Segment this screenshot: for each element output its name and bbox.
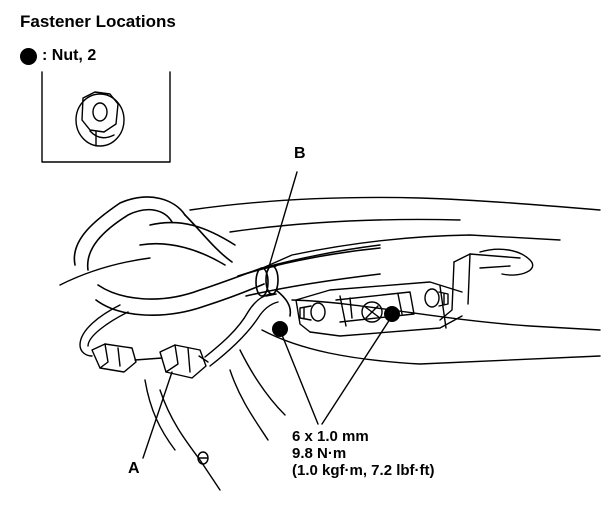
leader-nut-left	[279, 329, 319, 425]
fastener-legend: : Nut, 2	[20, 47, 96, 65]
mounting-bracket	[295, 248, 534, 337]
torque-alt: (1.0 kgf·m, 7.2 lbf·ft)	[292, 462, 435, 479]
wire-harness	[73, 196, 265, 316]
leader-a	[142, 371, 173, 459]
bolt-stud-right	[424, 288, 449, 308]
torque-spec: 6 x 1.0 mm 9.8 N·m (1.0 kgf·m, 7.2 lbf·f…	[292, 428, 435, 479]
flange-nut-icon	[75, 91, 125, 147]
nut-marker-icon	[20, 47, 37, 65]
nut-inset-frame	[41, 71, 171, 163]
leader-b	[267, 171, 298, 271]
nut-location-marker-left	[272, 321, 288, 337]
leader-nut-right	[321, 315, 393, 425]
page-title: Fastener Locations	[20, 12, 176, 31]
callout-b: B	[294, 145, 306, 162]
center-bolt	[361, 301, 383, 323]
torque-nm: 9.8 N·m	[292, 445, 347, 462]
nut-location-marker-right	[384, 306, 400, 322]
callout-a: A	[128, 460, 140, 477]
connector-a	[91, 343, 209, 379]
bolt-stud-left	[299, 302, 326, 322]
torque-size: 6 x 1.0 mm	[292, 428, 369, 445]
housing-body	[59, 196, 601, 491]
connector-wires	[79, 293, 279, 367]
legend-label: : Nut, 2	[42, 47, 97, 64]
tube-b	[237, 247, 381, 317]
